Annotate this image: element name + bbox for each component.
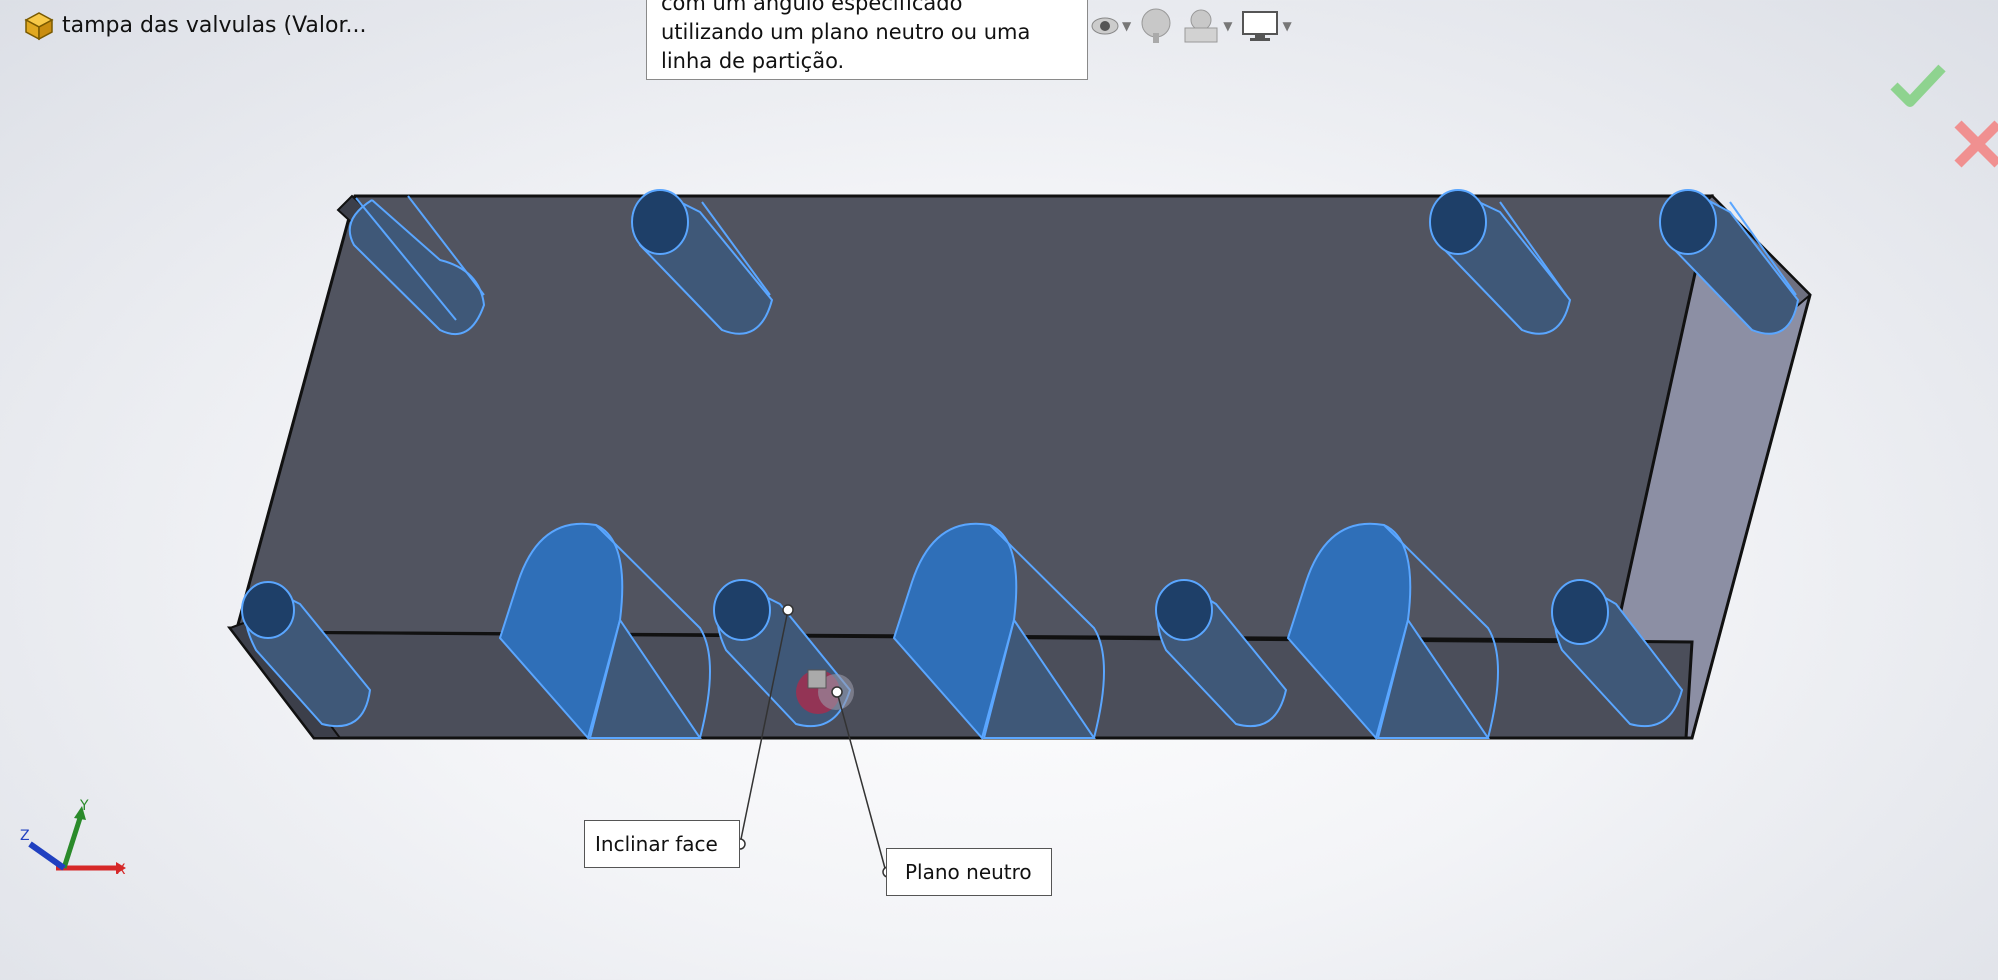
callout-leaders	[734, 604, 894, 878]
draft-face-callout-label: Inclinar face	[595, 832, 718, 856]
arch-cutout-2[interactable]	[892, 522, 1105, 741]
tooltip-line-3: linha de partição.	[661, 49, 845, 73]
command-tooltip: com um ângulo especificado utilizando um…	[646, 0, 1088, 80]
chevron-down-icon[interactable]: ▼	[1282, 19, 1292, 33]
part-model[interactable]	[226, 189, 1812, 741]
tooltip-line-2: utilizando um plano neutro ou uma	[661, 20, 1031, 44]
cutout-top-1[interactable]	[348, 195, 486, 335]
cutout-top-3[interactable]	[1429, 189, 1572, 335]
neutral-plane-callout[interactable]: Plano neutro	[886, 848, 1052, 896]
cutout-bottom-1[interactable]	[241, 581, 372, 728]
document-title-bar[interactable]: tampa das valvulas (Valor...	[22, 8, 367, 42]
cutout-top-2[interactable]	[631, 189, 774, 335]
cutout-top-4[interactable]	[1659, 189, 1800, 335]
document-title: tampa das valvulas (Valor...	[62, 12, 367, 38]
edit-appearance-button[interactable]	[1139, 7, 1173, 45]
cancel-close-icon[interactable]	[1950, 118, 1998, 170]
apply-scene-button[interactable]: ▼	[1181, 6, 1232, 46]
neutral-plane-callout-label: Plano neutro	[905, 860, 1032, 884]
axis-x-label: X	[116, 862, 126, 878]
chevron-down-icon[interactable]: ▼	[1122, 19, 1132, 33]
part-icon	[24, 12, 54, 41]
axis-y-label: Y	[79, 798, 89, 814]
axis-z-label: Z	[20, 828, 30, 844]
hide-show-items-icon	[1091, 17, 1119, 35]
reference-triad[interactable]: X Y Z	[16, 796, 126, 886]
cutout-bottom-3[interactable]	[1155, 579, 1288, 728]
view-settings-button[interactable]: ▼	[1240, 9, 1292, 43]
hide-show-items-button[interactable]: ▼	[1090, 13, 1131, 39]
heads-up-toolbar: ▼ ▼ ▼	[1090, 4, 1292, 48]
chevron-down-icon[interactable]: ▼	[1223, 19, 1233, 33]
view-settings-icon	[1242, 11, 1279, 41]
apply-scene-icon	[1184, 9, 1218, 43]
neutral-plane-marker[interactable]	[796, 669, 854, 714]
draft-face-callout[interactable]: Inclinar face	[584, 820, 740, 868]
confirm-ok-icon[interactable]	[1890, 62, 1946, 110]
edit-appearance-icon	[1141, 8, 1171, 43]
tooltip-line-1: com um ângulo especificado	[661, 0, 963, 15]
arch-cutout-1[interactable]	[498, 522, 711, 741]
cutout-bottom-4[interactable]	[1551, 579, 1684, 728]
arch-cutout-3[interactable]	[1286, 522, 1499, 741]
